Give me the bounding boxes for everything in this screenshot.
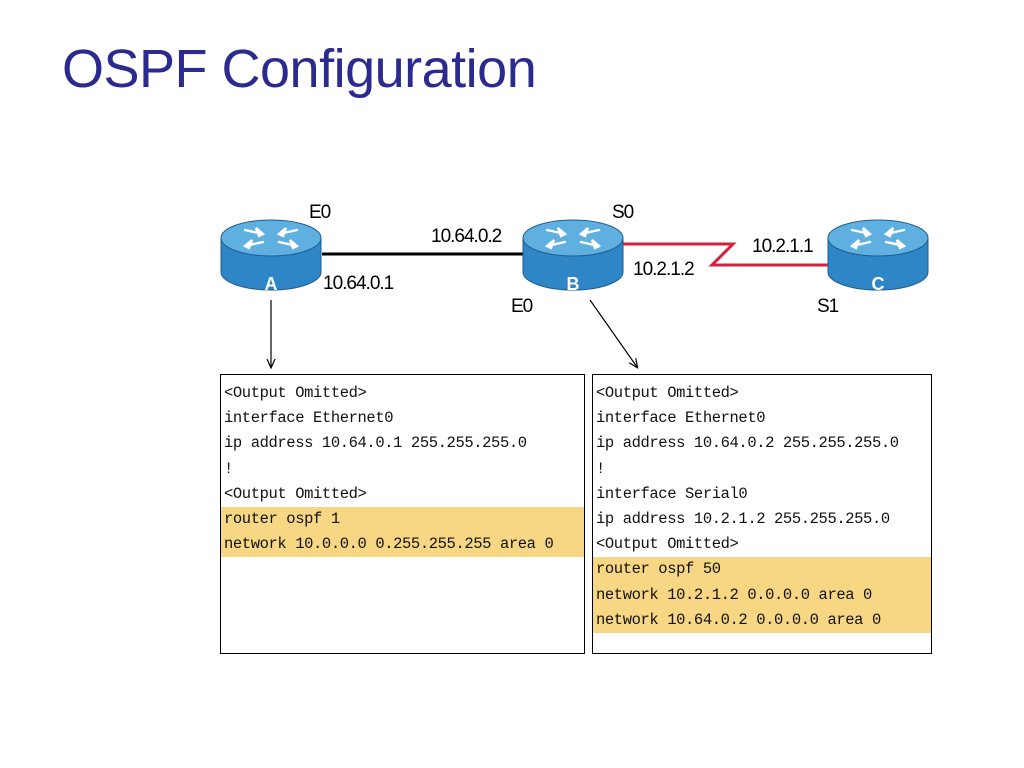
config-line: network 10.0.0.0 0.255.255.255 area 0	[221, 532, 584, 558]
router-b-e0-ip-label: 10.64.0.2	[431, 226, 502, 247]
arrow-b-to-config	[589, 299, 637, 367]
router-c: C	[827, 219, 929, 294]
router-b: B	[522, 219, 624, 294]
router-a-ip-label: 10.64.0.1	[323, 273, 394, 294]
config-line: <Output Omitted>	[596, 535, 739, 554]
config-line: interface Ethernet0	[224, 409, 394, 428]
router-icon	[220, 219, 322, 291]
router-icon	[522, 219, 624, 291]
config-line: ip address 10.64.0.2 255.255.255.0	[596, 434, 899, 453]
router-a: A	[220, 219, 322, 294]
config-line: !	[224, 459, 233, 478]
router-icon	[827, 219, 929, 291]
router-b-s0-label: S0	[612, 202, 634, 223]
config-line: !	[596, 459, 605, 478]
router-a-config-box: <Output Omitted> interface Ethernet0 ip …	[220, 374, 585, 654]
config-line: <Output Omitted>	[224, 384, 367, 402]
router-c-label: C	[872, 274, 885, 294]
slide-title: OSPF Configuration	[62, 39, 537, 99]
config-line: <Output Omitted>	[596, 384, 739, 402]
config-line: interface Serial0	[596, 484, 748, 503]
router-b-e0-label: E0	[511, 296, 533, 317]
config-line: interface Ethernet0	[596, 409, 766, 428]
config-line: network 10.64.0.2 0.0.0.0 area 0	[593, 607, 931, 633]
router-b-label: B	[567, 274, 580, 294]
config-line: network 10.2.1.2 0.0.0.0 area 0	[593, 582, 931, 608]
config-line: router ospf 1	[221, 506, 584, 533]
router-a-e0-label: E0	[309, 202, 331, 223]
router-a-label: A	[265, 274, 278, 294]
config-line: ip address 10.2.1.2 255.255.255.0	[596, 509, 890, 528]
router-c-s1-label: S1	[817, 296, 839, 317]
router-b-config-box: <Output Omitted> interface Ethernet0 ip …	[592, 374, 932, 654]
router-c-s1-ip-label: 10.2.1.1	[752, 236, 813, 257]
config-line: ip address 10.64.0.1 255.255.255.0	[224, 434, 527, 453]
serial-link-b-c	[620, 242, 828, 267]
router-b-s0-ip-label: 10.2.1.2	[633, 259, 694, 280]
config-line: <Output Omitted>	[224, 484, 367, 503]
config-line: router ospf 50	[593, 557, 931, 583]
